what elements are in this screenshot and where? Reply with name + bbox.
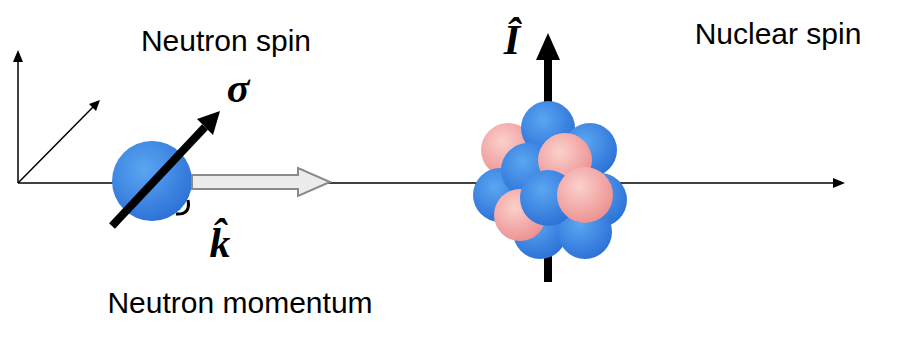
caption-label: Nuclear spin: [695, 17, 862, 50]
math-symbol: Î: [504, 17, 520, 63]
math-symbol: k̂: [210, 220, 231, 266]
caption-label: Neutron spin: [141, 24, 311, 57]
math-symbol: σ: [227, 65, 250, 111]
momentum-arrow: [192, 168, 330, 196]
caption-label: Neutron momentum: [107, 286, 372, 319]
angle-arc: [176, 200, 189, 214]
nucleus: [473, 101, 627, 259]
neutron-spin-arrow: [112, 111, 220, 226]
